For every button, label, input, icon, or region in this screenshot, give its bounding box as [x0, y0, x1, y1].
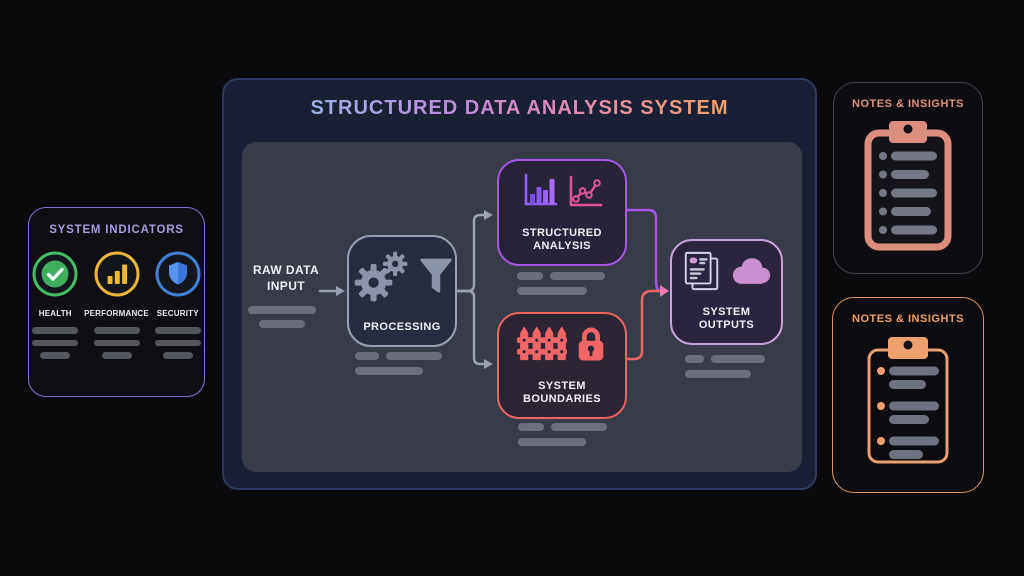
- placeholder-lines: [685, 355, 765, 378]
- notes-panel-bottom: NOTES & INSIGHTS: [832, 297, 984, 493]
- placeholder-lines: [517, 272, 605, 295]
- indicator-label: PERFORMANCE: [84, 309, 149, 318]
- node-label: PROCESSING: [363, 321, 441, 334]
- line-chart-icon: [565, 172, 605, 215]
- indicator-row: HEALTH PERFORMANCE: [29, 251, 204, 359]
- placeholder-lines: [355, 352, 442, 375]
- system-indicators-panel: SYSTEM INDICATORS HEALTH: [28, 207, 205, 397]
- funnel-icon: [419, 257, 453, 302]
- placeholder-lines: [93, 327, 140, 359]
- bar-chart-icon: [94, 251, 140, 302]
- system-indicators-title: SYSTEM INDICATORS: [49, 224, 184, 236]
- arrow-processing-to-boundaries: [455, 289, 493, 369]
- main-title: STRUCTURED DATA ANALYSIS SYSTEM: [310, 97, 729, 119]
- notes-panel-top: NOTES & INSIGHTS: [833, 82, 983, 274]
- connector-analysis-to-outputs: [625, 208, 663, 293]
- indicator-security: SECURITY: [152, 251, 205, 359]
- fence-icon: [516, 324, 568, 369]
- indicator-label: SECURITY: [156, 309, 199, 318]
- arrow-input-to-processing: [318, 286, 345, 296]
- node-structured-analysis: STRUCTURED ANALYSIS: [497, 159, 627, 266]
- node-label: STRUCTURED ANALYSIS: [522, 226, 602, 253]
- indicator-performance: PERFORMANCE: [84, 251, 149, 359]
- arrowhead-into-outputs: [660, 285, 669, 297]
- arrow-processing-to-analysis: [455, 210, 493, 293]
- documents-icon: [681, 249, 723, 298]
- node-processing: PROCESSING: [347, 235, 457, 347]
- indicator-health: HEALTH: [29, 251, 82, 359]
- node-system-boundaries: SYSTEM BOUNDARIES: [497, 312, 627, 419]
- placeholder-lines: [154, 327, 201, 359]
- node-system-outputs: SYSTEM OUTPUTS: [670, 239, 783, 345]
- notes-title: NOTES & INSIGHTS: [852, 98, 964, 110]
- main-panel: STRUCTURED DATA ANALYSIS SYSTEM: [222, 78, 817, 490]
- clipboard-icon: [858, 118, 958, 259]
- bar-chart-icon: [519, 172, 559, 215]
- lock-icon: [574, 324, 608, 369]
- indicator-label: HEALTH: [38, 309, 72, 318]
- flow-connectors-svg: [318, 208, 669, 369]
- placeholder-lines: [32, 327, 79, 359]
- placeholder-lines: [518, 423, 607, 446]
- placeholder-lines: [248, 306, 316, 328]
- check-circle-icon: [32, 251, 78, 302]
- notes-title: NOTES & INSIGHTS: [852, 313, 964, 325]
- clipboard-icon: [858, 333, 958, 478]
- node-label: SYSTEM OUTPUTS: [698, 305, 755, 332]
- shield-icon: [155, 251, 201, 302]
- raw-data-input-label: RAW DATA INPUT: [252, 263, 320, 293]
- gears-icon: [351, 250, 413, 309]
- cloud-icon: [729, 255, 773, 291]
- connector-boundaries-to-outputs: [625, 289, 662, 361]
- node-label: SYSTEM BOUNDARIES: [523, 379, 601, 406]
